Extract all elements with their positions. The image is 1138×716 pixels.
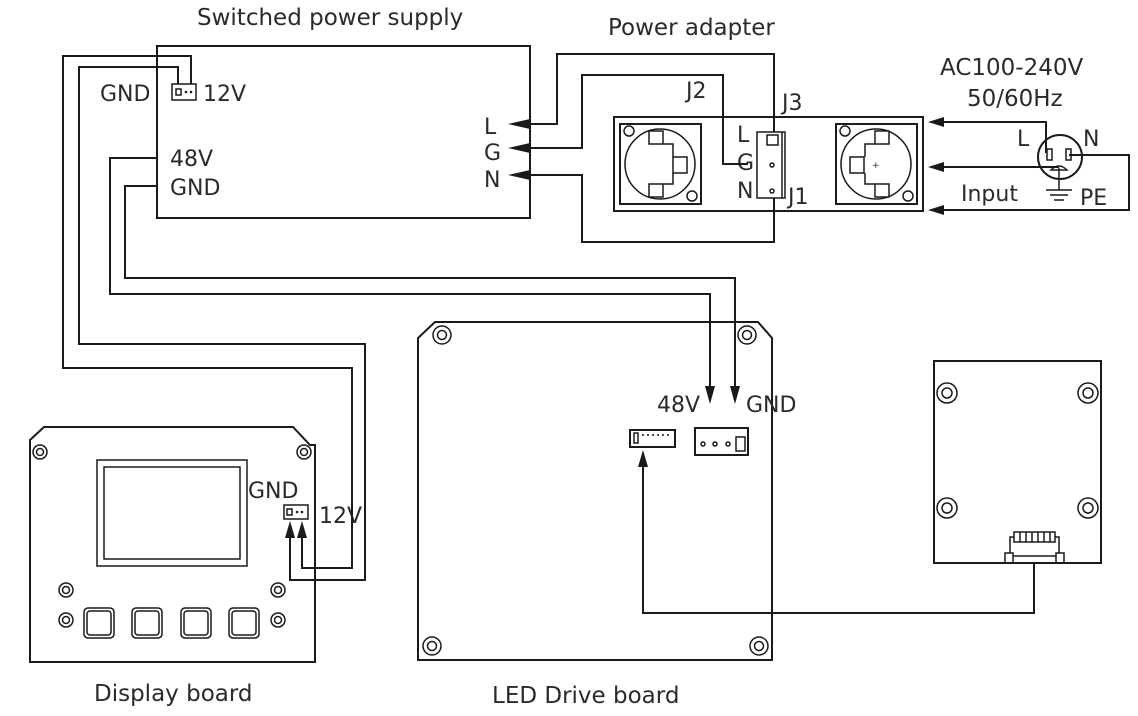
j1-label: J1 [786,185,809,210]
led-power-connector [694,427,749,456]
adapter-n-label: N [737,179,753,204]
arrow-icon [928,162,944,172]
ac-n-label: N [1083,127,1099,152]
mount-hole-icon [32,444,312,628]
led-drive-board: 48V GND LED Drive board [417,321,796,709]
wire-48v [109,157,711,392]
power-supply-12v-label: 12V [203,82,246,107]
power-supply-gnd-aux-label: GND [100,82,150,107]
wire-signal [642,463,1035,614]
display-button-2[interactable] [131,607,163,639]
j3-label: J3 [780,91,803,116]
display-screen-frame [96,459,248,567]
adapter-l-label: L [737,123,750,148]
wire-gnd [124,185,736,392]
arrow-icon [297,521,307,538]
arrow-icon [508,170,530,180]
display-button-1[interactable] [83,607,115,639]
ac-frequency-label: 50/60Hz [967,86,1063,112]
display-12v-connector [283,504,309,520]
switched-power-supply: Switched power supply GND 12V 48V GND L … [100,5,531,219]
led-board-outline [417,321,773,661]
arrow-icon [928,205,944,215]
arrow-icon [508,119,530,129]
wire-12v [62,55,353,569]
control-ffc-connector [1004,531,1065,564]
arrow-icon [928,117,944,127]
power-adapter: Power adapter + [608,15,924,212]
power-supply-box [156,45,531,219]
arrow-icon [508,143,530,153]
led-48v-label: 48V [657,393,700,418]
mount-hole-icon [422,325,769,656]
power-supply-l-label: L [484,115,497,140]
ac-voltage-label: AC100-240V [940,55,1083,81]
led-signal-connector [629,429,676,448]
wire-adapter-g [530,74,748,165]
arrow-icon [638,450,648,467]
arrow-icon [730,386,740,404]
socket-left-icon [619,123,702,205]
ac-input-label: Input [961,182,1018,207]
wire-adapter-n [530,174,775,243]
control-board-outline [933,360,1102,564]
display-screen [103,466,241,560]
j2-label: J2 [684,79,707,104]
power-adapter-title: Power adapter [608,15,775,41]
display-board: GND 12V Display board [29,426,362,707]
display-board-outline [29,426,316,663]
wire-adapter-l [530,53,775,132]
display-gnd-label: GND [248,479,298,504]
wires [62,53,1130,614]
led-board-title: LED Drive board [492,683,679,709]
wire-display-gnd [78,66,366,581]
power-supply-n-label: N [484,168,500,193]
ac-input: AC100-240V 50/60Hz L N PE Input [940,55,1107,211]
power-supply-gnd-label: GND [170,176,220,201]
display-12v-label: 12V [319,504,362,529]
display-buttons [83,607,260,639]
terminal-block [756,131,786,199]
power-supply-title: Switched power supply [197,5,463,31]
socket-right-icon: + [835,123,918,205]
ac-pe-label: PE [1080,186,1107,211]
power-supply-48v-label: 48V [170,147,213,172]
mount-hole-icon [936,382,1099,519]
display-button-3[interactable] [180,607,212,639]
display-button-4[interactable] [228,607,260,639]
wire-ac-n [940,154,1130,211]
display-board-title: Display board [94,681,253,707]
plus-mark: + [872,161,880,171]
arrow-icon [705,386,715,404]
power-adapter-box [613,116,924,212]
power-supply-g-label: G [484,141,501,166]
wire-ac-l [940,121,1047,153]
led-gnd-label: GND [746,393,796,418]
power-supply-12v-connector [171,83,197,101]
ac-l-label: L [1017,127,1030,152]
ac-plug-icon [1037,134,1083,201]
arrow-icon [285,521,295,538]
control-board [933,360,1102,564]
